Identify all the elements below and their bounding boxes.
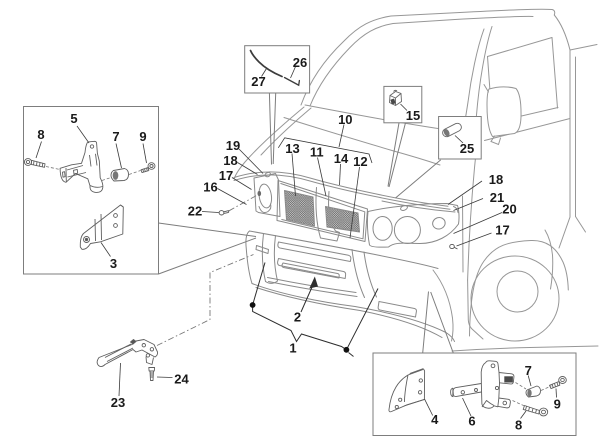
svg-text:25: 25 — [460, 141, 474, 156]
svg-text:6: 6 — [468, 414, 475, 429]
svg-text:5: 5 — [70, 111, 77, 126]
svg-text:23: 23 — [111, 395, 125, 410]
svg-text:24: 24 — [174, 372, 189, 387]
svg-text:7: 7 — [525, 363, 532, 378]
svg-text:17: 17 — [495, 223, 509, 238]
svg-text:13: 13 — [285, 141, 299, 156]
svg-text:22: 22 — [188, 204, 202, 219]
svg-text:27: 27 — [251, 74, 265, 89]
svg-text:11: 11 — [310, 145, 324, 160]
svg-text:21: 21 — [490, 190, 504, 205]
svg-text:8: 8 — [37, 127, 44, 142]
svg-text:16: 16 — [203, 180, 217, 195]
svg-text:15: 15 — [406, 108, 420, 123]
svg-text:7: 7 — [112, 129, 119, 144]
svg-text:8: 8 — [515, 418, 522, 433]
svg-text:9: 9 — [554, 397, 561, 412]
svg-text:26: 26 — [293, 55, 307, 70]
svg-text:2: 2 — [294, 310, 301, 325]
svg-text:14: 14 — [334, 151, 349, 166]
svg-text:18: 18 — [223, 153, 237, 168]
svg-text:9: 9 — [139, 129, 146, 144]
svg-text:12: 12 — [353, 154, 367, 169]
svg-text:3: 3 — [110, 256, 117, 271]
svg-text:19: 19 — [226, 138, 240, 153]
svg-text:10: 10 — [338, 112, 352, 127]
svg-text:20: 20 — [502, 202, 516, 217]
svg-text:18: 18 — [489, 172, 503, 187]
svg-text:17: 17 — [219, 168, 233, 183]
svg-text:1: 1 — [289, 341, 296, 356]
svg-text:4: 4 — [431, 412, 439, 427]
